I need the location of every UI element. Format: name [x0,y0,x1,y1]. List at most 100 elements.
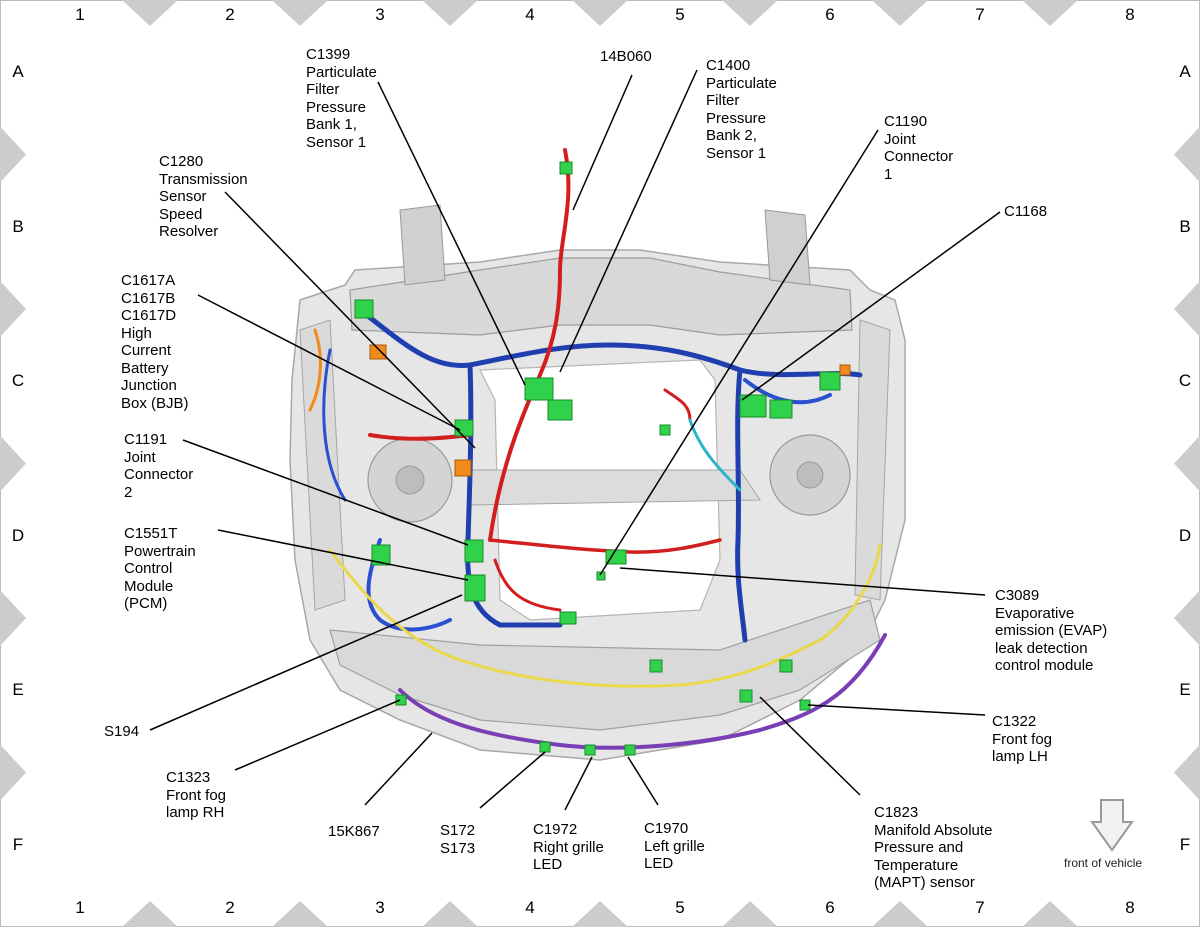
grid-column-label: 1 [75,898,85,917]
front-of-vehicle-label: front of vehicle [1064,856,1143,870]
down-arrow-icon [1090,799,1134,852]
callout-c1551t: C1551T Powertrain Control Module (PCM) [124,525,196,612]
grid-column-label: 7 [975,898,985,917]
connector-grille-3 [624,744,636,756]
orange-connector-left [369,344,387,360]
grid-divider-top [422,0,478,26]
orange-harness [308,328,322,412]
leader-lines [149,69,1001,811]
callout-c1280: C1280 Transmission Sensor Speed Resolver [159,153,248,240]
grid-row-label: D [11,525,25,545]
grid-row-label: C [1178,371,1192,390]
callout-c1399: C1399 Particulate Filter Pressure Bank 1… [306,46,377,151]
connector-left-2 [354,299,374,319]
grid-divider-right [1174,281,1200,337]
vehicle-front-structure [289,204,906,761]
grid-row-label: D [1178,525,1192,545]
blue-harness-right-drop [735,367,748,643]
grid-divider-left [0,744,26,801]
purple-harness [398,633,887,750]
red-harness-right [663,388,692,422]
grid-divider-top [722,0,778,26]
callout-c1400: C1400 Particulate Filter Pressure Bank 2… [706,57,777,162]
leader-c1617 [197,294,461,431]
grid-column-label: 2 [225,898,235,917]
grid-row-label: B [1179,216,1191,236]
callout-c1323: C1323 Front fog lamp RH [166,769,227,821]
upper-cross-member [469,469,761,506]
leader-c3089 [619,567,986,596]
grid-divider-left [0,435,26,492]
leader-c1190 [599,129,879,576]
grid-divider-bottom [422,901,478,927]
connector-lower-3 [779,659,793,673]
leader-c1400 [559,69,698,373]
grid-row-label: E [1179,680,1191,699]
yellow-harness [328,543,882,688]
red-harness-lower [493,558,562,612]
connector-14b060 [559,161,573,175]
grid-column-label: 5 [675,5,685,24]
connector-right-cluster-2 [819,371,841,391]
grid-divider-top [122,0,178,26]
leader-c1322 [807,704,986,716]
grid-row-label: A [1179,62,1191,81]
callout-c1168: C1168 [1004,203,1048,220]
left-side-rail [299,319,346,611]
connector-right-cluster-1 [769,399,793,419]
grid-row-label: F [1179,834,1191,854]
grid-row-label: E [12,680,24,699]
grid-column-label: 4 [525,5,535,24]
leader-c1168 [741,211,1001,401]
grid-row-label: A [12,62,24,81]
grid-divider-right [1174,126,1200,183]
grid-column-label: 1 [75,5,85,24]
grid-column-label: 4 [525,898,535,917]
leader-15k867 [364,732,433,806]
grid-row-label: C [11,371,25,390]
grid-divider-left [0,590,26,646]
grid-divider-left [0,281,26,337]
grid-divider-top [272,0,328,26]
grid-column-label: 3 [375,5,385,24]
leader-c1823 [759,696,861,796]
leader-14b060 [572,74,633,211]
grid-divider-bottom [272,901,328,927]
leader-c1323 [234,699,401,771]
callout-c1190: C1190 Joint Connector 1 [884,113,954,183]
orange-connector-right [839,364,851,376]
callout-c1970: C1970 Left grille LED [644,820,705,872]
grid-divider-right [1174,435,1200,492]
callout-c3089: C3089 Evaporative emission (EVAP) leak d… [995,587,1108,674]
grid-column-label: 5 [675,898,685,917]
connector-c1551t [464,574,486,602]
leader-c1970 [627,756,659,806]
leader-s194 [149,594,463,731]
callout-c1191: C1191 Joint Connector 2 [124,431,194,501]
connector-c1323 [395,694,407,706]
callout-s172-s173: S172 S173 [440,822,476,857]
cyan-harness [688,418,742,492]
grid-divider-bottom [872,901,928,927]
connector-mid-1 [659,424,671,436]
red-harness-cross [488,538,722,554]
right-side-rail [854,319,891,601]
orange-components [369,344,851,477]
leader-c1551t [217,529,469,581]
red-harness-main [488,148,571,542]
grid-column-label: 7 [975,5,985,24]
leader-c1191 [182,439,469,546]
grid-column-label: 3 [375,898,385,917]
leader-s172 [479,751,546,809]
left-strut-tower [399,204,446,286]
right-strut-tower [764,209,811,286]
callout-c1617: C1617A C1617B C1617D High Current Batter… [121,272,189,412]
leader-c1972 [564,756,593,811]
connector-c1168 [739,394,767,418]
connector-c1823 [739,689,753,703]
grid-divider-top [1022,0,1078,26]
grid-column-label: 2 [225,5,235,24]
callout-15k867: 15K867 [328,823,380,840]
